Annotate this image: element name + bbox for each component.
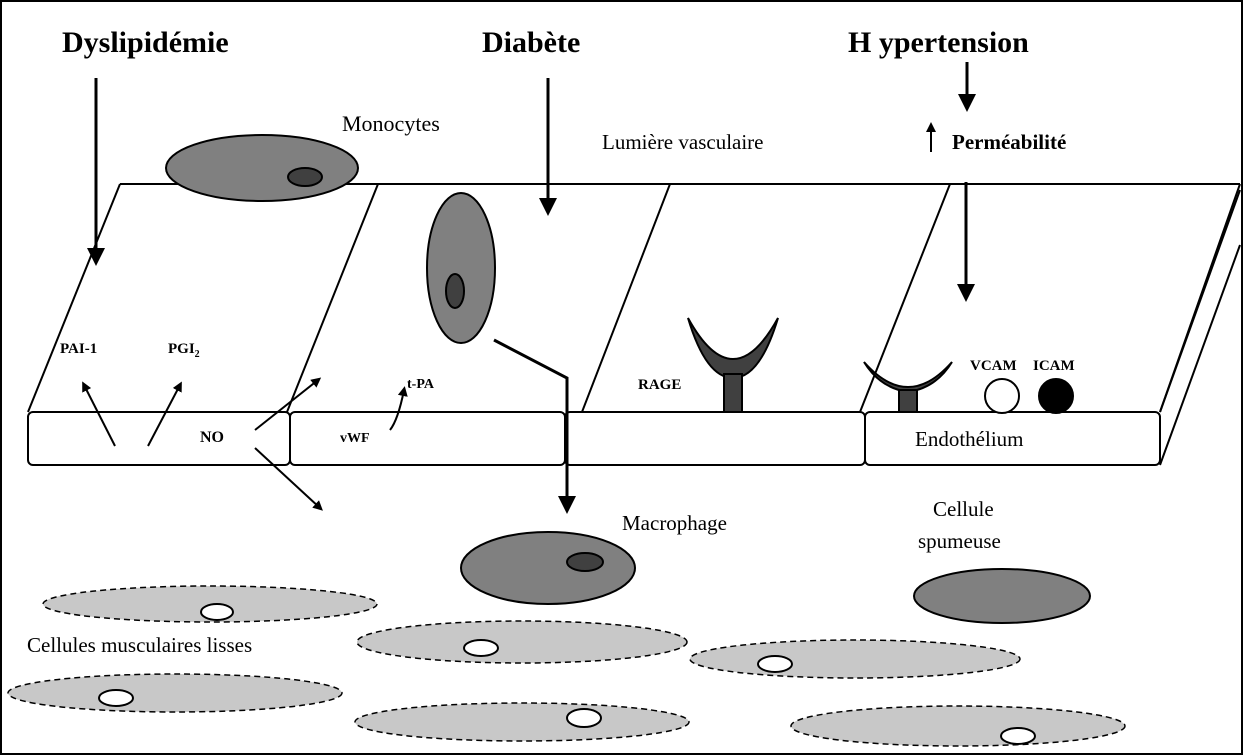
- label-endothelium: Endothélium: [915, 427, 1024, 451]
- rage-receptor: [688, 318, 778, 412]
- endothelium-side-right: [1160, 190, 1240, 412]
- label-rage: RAGE: [638, 377, 681, 393]
- muscle-cell-4: [8, 674, 342, 712]
- cell-border-left: [28, 184, 120, 412]
- label-vwf: vWF: [340, 431, 370, 446]
- monocyte-cell: [166, 135, 358, 201]
- muscle-cell-6: [791, 706, 1125, 746]
- label-cellule-line1: Cellule: [933, 497, 994, 521]
- label-pai1: PAI-1: [60, 341, 97, 357]
- endothelium-side-right-bottom: [1160, 245, 1240, 465]
- heading-diabete: Diabète: [482, 26, 580, 59]
- label-icam: ICAM: [1033, 358, 1075, 374]
- endothelium-layer: [28, 190, 1240, 465]
- vcam-molecule: [985, 379, 1019, 413]
- heading-dyslipidemie: Dyslipidémie: [62, 26, 229, 59]
- heading-hypertension: H ypertension: [848, 26, 1029, 59]
- muscle-cell-2: [357, 621, 687, 663]
- muscle-cell-5: [355, 703, 689, 741]
- endothelium-surface: [28, 184, 1240, 412]
- endothelial-cell-2: [290, 412, 565, 465]
- label-pgi2: PGI2: [168, 341, 200, 360]
- icam-molecule: [1039, 379, 1073, 413]
- endothelial-cell-1: [28, 412, 290, 465]
- label-muscle-cells: Cellules musculaires lisses: [27, 633, 252, 657]
- label-macrophage: Macrophage: [622, 511, 727, 535]
- adhering-monocyte-nucleus: [446, 274, 464, 308]
- muscle-cell-3: [690, 640, 1020, 678]
- monocyte-nucleus: [288, 168, 322, 186]
- label-lumiere: Lumière vasculaire: [602, 130, 764, 154]
- label-permeabilite: Perméabilité: [952, 130, 1066, 154]
- label-no: NO: [200, 429, 224, 446]
- label-tpa: t-PA: [407, 377, 435, 392]
- label-monocytes: Monocytes: [342, 111, 440, 136]
- cell-border-1: [287, 184, 378, 412]
- label-cellule-line2: spumeuse: [918, 529, 1001, 553]
- macrophage-cell: [461, 532, 635, 604]
- label-vcam: VCAM: [970, 358, 1017, 374]
- foam-cell: [914, 569, 1090, 623]
- adhering-monocyte: [427, 193, 495, 343]
- macrophage-nucleus: [567, 553, 603, 571]
- endothelial-cell-3: [565, 412, 865, 465]
